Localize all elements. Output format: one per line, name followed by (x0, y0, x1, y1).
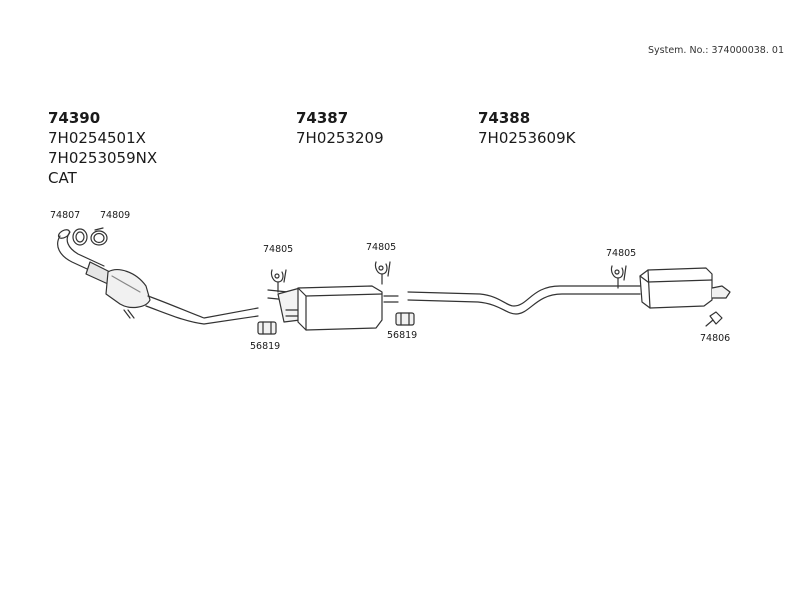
hanger-part (610, 265, 627, 289)
cat-label: CAT (48, 169, 77, 187)
middle-silencer (277, 285, 383, 331)
gasket-label: 74807 (50, 210, 81, 221)
oem-code: 7H0254501X (48, 129, 146, 147)
catalytic-converter (57, 229, 259, 325)
clamp-part (90, 227, 108, 246)
oem-code: 7H0253209 (296, 129, 384, 147)
rear-silencer-group: 74388 7H0253609K (478, 108, 575, 148)
hanger-part (374, 261, 391, 285)
oem-code: 7H0253609K (478, 129, 576, 147)
rear-mount-label: 74806 (700, 333, 731, 344)
rear-silencer (639, 267, 731, 309)
hanger-part (270, 269, 287, 293)
part-number: 74390 (48, 109, 101, 127)
part-number: 74388 (478, 109, 531, 127)
middle-silencer-group: 74387 7H0253209 (296, 108, 384, 148)
hanger-label: 74805 (606, 248, 637, 259)
oem-code: 7H0253059NX (48, 149, 158, 167)
catalytic-converter-group: 74390 7H0254501X 7H0253059NX CAT (48, 108, 157, 188)
clamp-label: 74809 (100, 210, 131, 221)
hanger-label: 74805 (263, 244, 294, 255)
hanger-label: 74805 (366, 242, 397, 253)
rear-pipe (407, 285, 641, 315)
system-number: System. No.: 374000038. 01 (648, 45, 784, 56)
sleeve-part (257, 321, 277, 335)
gasket-part (72, 228, 88, 246)
sleeve-label: 56819 (387, 330, 418, 341)
part-number: 74387 (296, 109, 349, 127)
sleeve-label: 56819 (250, 341, 281, 352)
rear-mount-part (705, 311, 723, 327)
sleeve-part (395, 312, 415, 326)
